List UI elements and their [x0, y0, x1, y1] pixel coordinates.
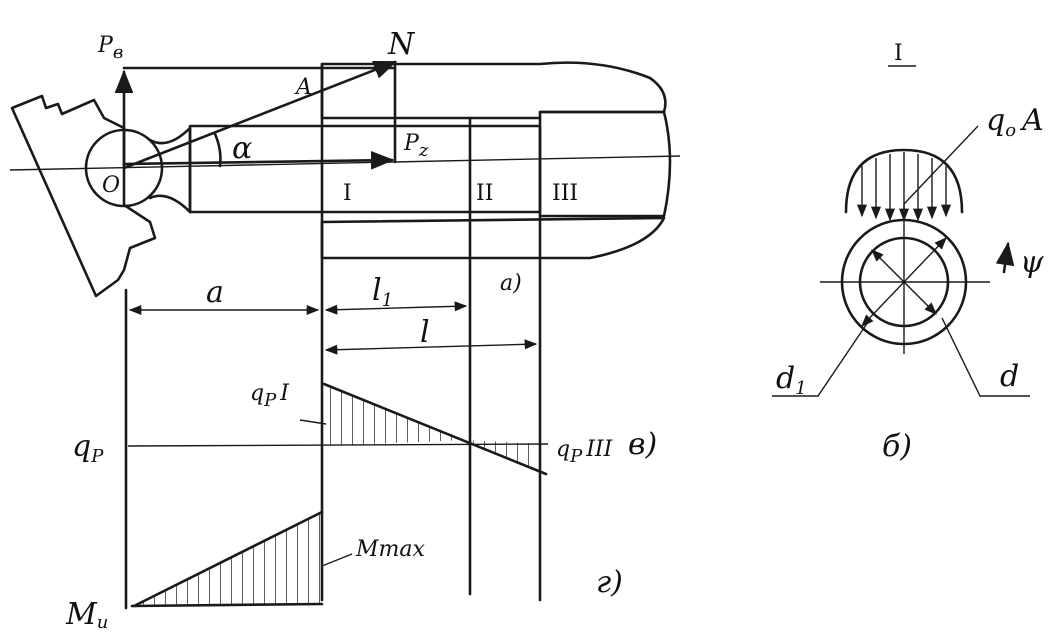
label-d: d	[1000, 359, 1019, 394]
housing-right	[538, 110, 672, 218]
label-mmax: Mmax	[355, 537, 426, 562]
qp1-leader	[299, 419, 327, 425]
d-leader	[941, 317, 1030, 397]
part-a-assembly: Pв N A α O Pz I II III а)	[9, 27, 681, 610]
force-pz-arrow	[122, 150, 395, 170]
label-point-o: O	[102, 173, 120, 198]
label-section-3: III	[552, 181, 578, 206]
label-section-2: II	[476, 181, 493, 206]
socket-body	[10, 94, 157, 298]
label-point-a: A	[294, 75, 312, 100]
label-pb: Pв	[97, 33, 123, 63]
mmax-leader	[321, 553, 353, 567]
label-pz: Pz	[403, 131, 429, 161]
label-dim-l: l	[420, 315, 430, 350]
label-fig-b: б)	[882, 429, 912, 464]
label-alpha: α	[232, 131, 252, 166]
d1-leader	[772, 321, 869, 397]
label-fig-a: а)	[500, 271, 522, 296]
center-axis	[9, 155, 681, 171]
label-section-1: I	[343, 181, 352, 206]
psi-arrow	[995, 241, 1015, 274]
label-fig-v: в)	[628, 427, 657, 462]
qp-slope-line	[322, 382, 548, 476]
label-n: N	[387, 27, 416, 62]
dim-l-line	[324, 339, 538, 355]
label-qp: qP	[72, 429, 104, 467]
moment-diagram: Mu Mmax г)	[65, 510, 623, 633]
label-d1: d1	[776, 361, 807, 399]
label-dim-a: a	[206, 275, 224, 310]
load-envelope	[844, 148, 964, 214]
label-fig-g: г)	[596, 565, 623, 600]
moment-slope-line	[132, 510, 324, 608]
label-dim-l1: l1	[372, 273, 393, 311]
alpha-arc	[213, 132, 222, 168]
pin-neck	[148, 126, 192, 214]
label-psi: ψ	[1020, 245, 1044, 280]
q0a-leader	[903, 125, 979, 205]
force-n-arrow	[122, 60, 398, 170]
label-detail-title: I	[894, 41, 903, 66]
housing-lower	[320, 216, 666, 260]
dimensions: a l1 l	[128, 273, 538, 355]
diameter-d	[861, 237, 947, 327]
label-mu: Mu	[65, 597, 108, 633]
dim-l1-line	[324, 301, 468, 315]
